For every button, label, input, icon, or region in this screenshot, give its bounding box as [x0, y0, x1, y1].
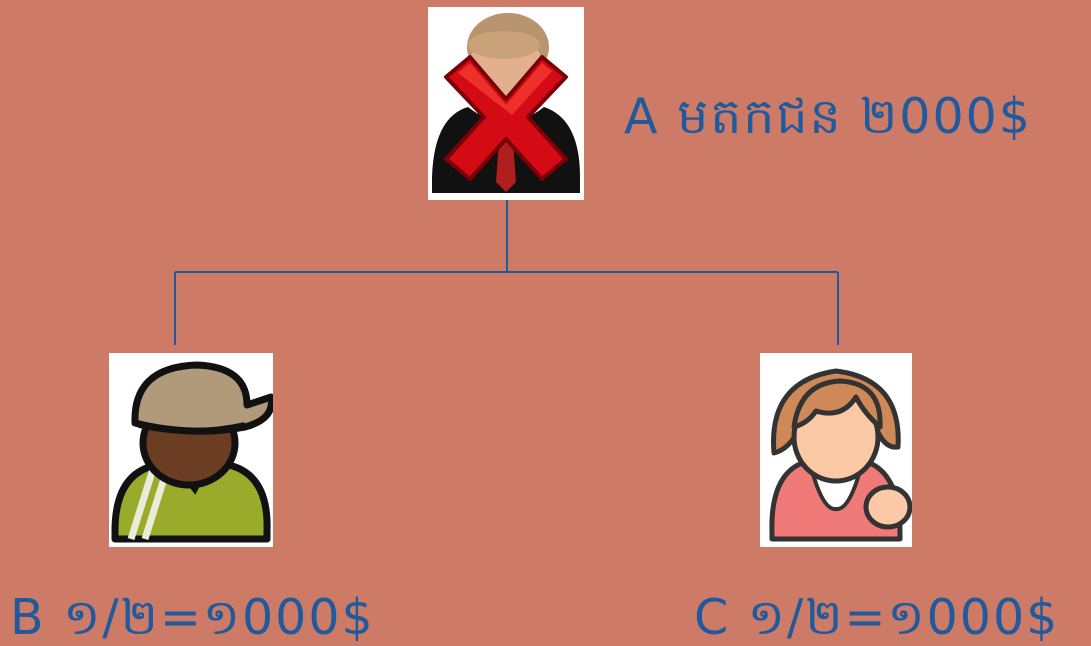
node-b-label: B ១/២=១000$ — [10, 589, 375, 646]
node-b-portrait — [109, 353, 273, 547]
node-c-label: C ១/២=១000$ — [694, 589, 1060, 646]
node-a-portrait — [428, 7, 584, 200]
boy-with-cap-icon — [111, 361, 273, 543]
deceased-person-icon — [432, 13, 580, 193]
node-a-label: A មតកជន ២000$ — [624, 88, 1032, 145]
girl-icon — [769, 368, 912, 542]
node-c-portrait — [760, 353, 912, 547]
